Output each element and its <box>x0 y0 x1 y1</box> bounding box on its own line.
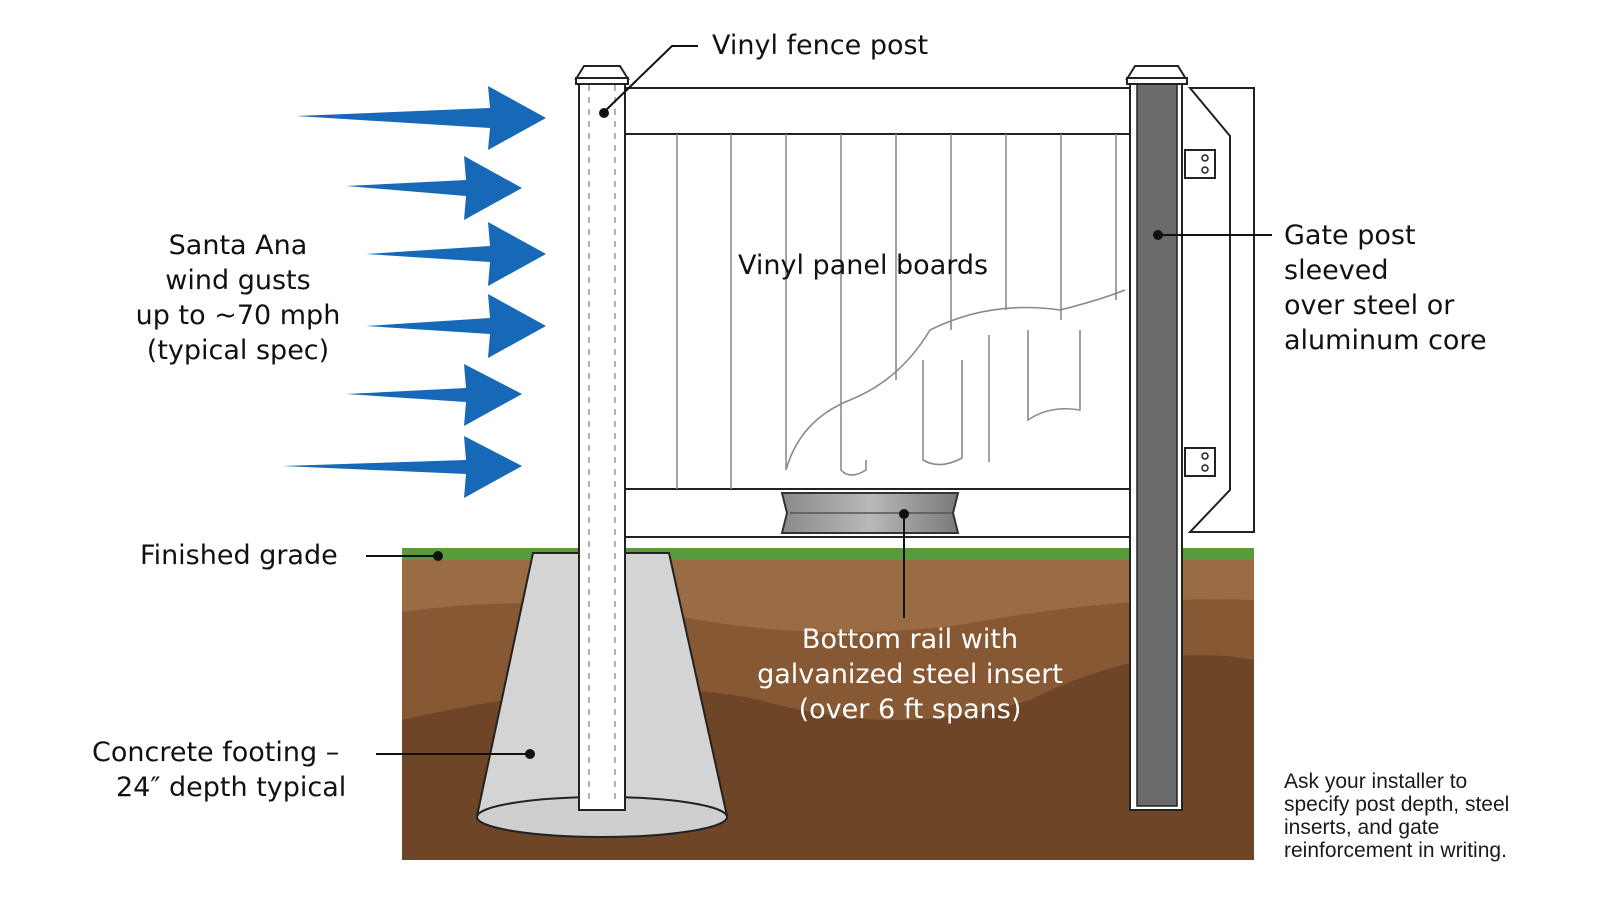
label-wind: Santa Ana wind gusts up to ~70 mph (typi… <box>118 228 358 368</box>
leader-dots <box>433 108 1163 759</box>
gate-post-line-1: Gate post <box>1284 220 1416 251</box>
grass-strip <box>402 548 1254 560</box>
hinge-icon <box>1184 149 1216 179</box>
wind-arrow-icon <box>366 222 546 286</box>
leader-lines <box>366 45 1272 755</box>
vinyl-fence-post <box>574 65 630 811</box>
wind-arrow-icon <box>296 86 546 150</box>
label-bottom-rail: Bottom rail with galvanized steel insert… <box>710 622 1110 727</box>
gate-post-line-3: over steel or <box>1284 290 1455 321</box>
gate-post-line-4: aluminum core <box>1284 325 1487 356</box>
gate-post-line-2: sleeved <box>1284 255 1389 286</box>
installer-note: Ask your installer to specify post depth… <box>1284 770 1509 862</box>
label-vinyl-panel-boards: Vinyl panel boards <box>738 250 989 281</box>
gate-post <box>1125 65 1188 811</box>
note-line-3: inserts, and gate <box>1284 816 1440 839</box>
wind-arrow-icon <box>346 364 522 426</box>
note-line-4: reinforcement in writing. <box>1284 839 1507 862</box>
label-vinyl-fence-post: Vinyl fence post <box>712 30 929 61</box>
note-line-2: specify post depth, steel <box>1284 793 1510 816</box>
bottom-rail-line-1: Bottom rail with <box>801 624 1019 655</box>
wind-line-4: (typical spec) <box>146 335 330 366</box>
bottom-rail-line-2: galvanized steel insert <box>757 659 1063 690</box>
hinge-icon <box>1184 447 1216 477</box>
wind-arrow-icon <box>366 294 546 358</box>
panel-boards <box>676 134 1126 489</box>
concrete-line-2: 24″ depth typical <box>116 772 347 803</box>
top-rail <box>623 87 1131 135</box>
gate <box>1184 87 1255 533</box>
note-line-1: Ask your installer to <box>1284 770 1468 793</box>
wind-arrows <box>282 86 546 498</box>
wind-arrow-icon <box>282 436 522 498</box>
bottom-rail-line-3: (over 6 ft spans) <box>798 694 1022 725</box>
concrete-line-1: Concrete footing – <box>92 737 340 768</box>
label-concrete-footing: Concrete footing – 24″ depth typical <box>92 735 346 805</box>
label-gate-post: Gate post sleeved over steel or aluminum… <box>1284 218 1487 358</box>
fence-panel <box>623 87 1131 538</box>
wind-line-3: up to ~70 mph <box>135 300 341 331</box>
steel-core <box>1136 81 1178 807</box>
wind-arrow-icon <box>346 156 522 220</box>
wind-line-1: Santa Ana <box>168 230 308 261</box>
label-finished-grade: Finished grade <box>140 540 338 571</box>
wind-line-2: wind gusts <box>165 265 311 296</box>
